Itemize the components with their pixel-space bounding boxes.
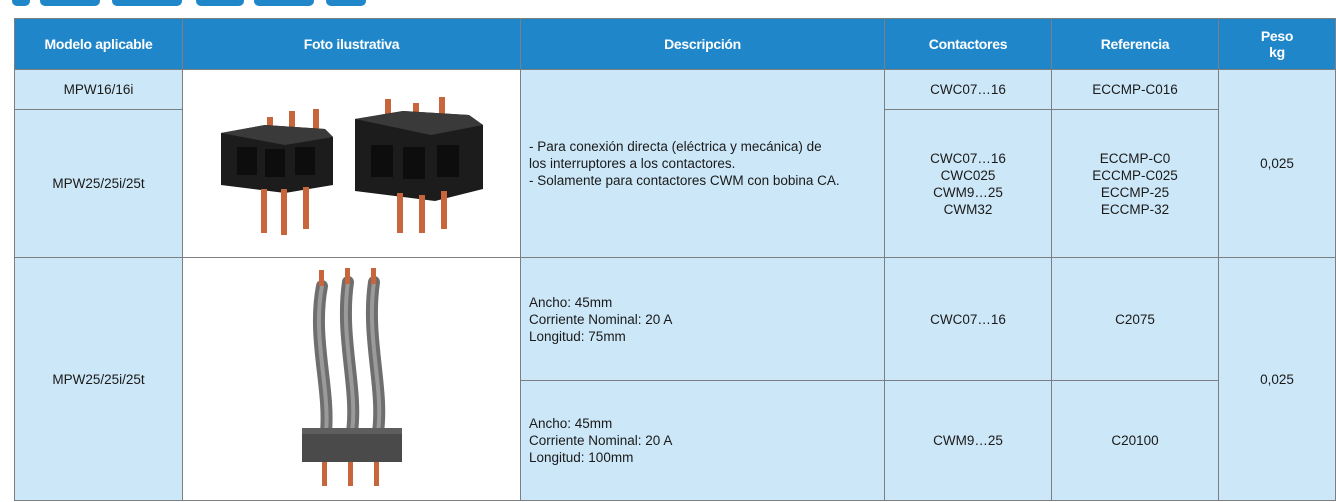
header-model: Modelo aplicable <box>14 18 183 70</box>
reference-item: ECCMP-32 <box>1100 201 1170 217</box>
header-weight-line2: kg <box>1269 44 1285 60</box>
photo-cell <box>182 257 521 501</box>
reference-item: ECCMP-C0 <box>1099 150 1171 166</box>
model-cell: MPW25/25i/25t <box>14 257 183 501</box>
description-line: Corriente Nominal: 20 A <box>529 433 673 448</box>
contactors-cell: CWC07…16 CWC025 CWM9…25 CWM32 <box>884 109 1052 258</box>
model-cell: MPW16/16i <box>14 69 183 110</box>
reference-item: ECCMP-C025 <box>1092 167 1178 183</box>
table-row: MPW25/25i/25t <box>14 257 1336 501</box>
reference-cell: ECCMP-C0 ECCMP-C025 ECCMP-25 ECCMP-32 <box>1051 109 1219 258</box>
description-cell: Ancho: 45mm Corriente Nominal: 20 A Long… <box>520 380 885 501</box>
description-line: Corriente Nominal: 20 A <box>529 311 673 327</box>
header-row: Modelo aplicable Foto ilustrativa Descri… <box>14 18 1336 70</box>
table-row: Ancho: 45mm Corriente Nominal: 20 A Long… <box>15 380 1336 501</box>
header-description: Descripción <box>520 18 885 70</box>
contactors-cell: CWC07…16 <box>884 69 1052 110</box>
header-photo: Foto ilustrativa <box>182 18 521 70</box>
photo-cell <box>182 69 521 258</box>
contactor-item: CWC025 <box>940 167 996 183</box>
table-row: MPW25/25i/25t CWC07…16 CWC025 CWM9…25 CW… <box>14 109 1336 258</box>
contactors-cell: CWC07…16 <box>884 257 1052 381</box>
cable-link-photo <box>301 268 402 486</box>
contactor-item: CWM9…25 <box>933 184 1003 200</box>
insulated-cables <box>312 276 385 438</box>
reference-item: ECCMP-25 <box>1100 184 1170 200</box>
header-contactors: Contactores <box>884 18 1052 70</box>
adapter-blocks-photo <box>220 96 483 235</box>
header-weight: Peso kg <box>1218 18 1336 70</box>
left-adapter-block <box>220 108 333 235</box>
weight-cell: 0,025 <box>1218 69 1336 258</box>
contactor-item: CWM32 <box>943 201 993 217</box>
description-line: - Para conexión directa (eléctrica y mec… <box>529 139 822 154</box>
description-line: Ancho: 45mm <box>529 416 613 431</box>
accessories-table: Modelo aplicable Foto ilustrativa Descri… <box>14 18 1336 501</box>
description-cell: Ancho: 45mm Corriente Nominal: 20 A Long… <box>520 257 885 381</box>
right-adapter-block <box>354 96 483 233</box>
description-line: Longitud: 75mm <box>529 328 626 344</box>
description-line: Ancho: 45mm <box>529 294 613 310</box>
header-reference: Referencia <box>1051 18 1219 70</box>
contactor-item: CWC07…16 <box>930 150 1006 166</box>
reference-cell: ECCMP-C016 <box>1051 69 1219 110</box>
weight-cell: 0,025 <box>1218 257 1336 501</box>
reference-cell: C20100 <box>1051 380 1219 501</box>
table-row: MPW16/16i <box>14 69 1336 258</box>
header-weight-line1: Peso <box>1260 28 1294 44</box>
contactors-cell: CWM9…25 <box>884 380 1052 501</box>
description-cell: - Para conexión directa (eléctrica y mec… <box>520 69 885 258</box>
clipped-heading-fragment <box>0 0 1336 14</box>
reference-cell: C2075 <box>1051 257 1219 381</box>
description-line: - Solamente para contactores CWM con bob… <box>529 173 840 188</box>
model-cell: MPW25/25i/25t <box>14 109 183 258</box>
description-line: los interruptores a los contactores. <box>529 156 736 171</box>
description-line: Longitud: 100mm <box>529 450 634 465</box>
